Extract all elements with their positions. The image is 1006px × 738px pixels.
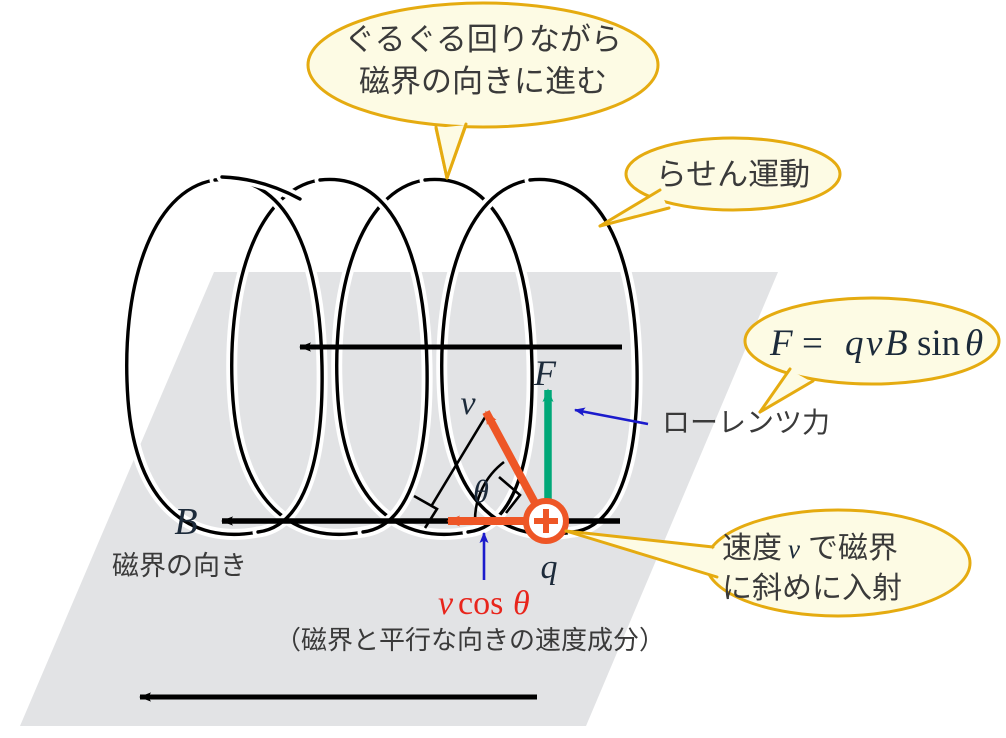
label-vcostheta-v: v [438,585,454,622]
label-lorentz-force: ローレンツ力 [662,407,830,438]
callout-oblique-entry-line2: に斜めに入射 [722,572,902,605]
label-vcostheta-cos: cos [458,585,503,622]
label-B-symbol: B [174,501,197,543]
callout-helical-motion: らせん運動 [598,136,842,228]
callout-spiral-advance: ぐるぐる回りながら 磁界の向きに進む [306,1,660,180]
label-q-symbol: q [541,549,558,586]
label-vcostheta-theta: θ [513,585,530,622]
formula-F: F [769,323,793,364]
formula-theta: θ [965,323,983,364]
angle-arc-theta [473,460,505,522]
formula-v: v [866,323,883,364]
formula-B: B [885,323,908,364]
perpendicular-drop-line [430,413,489,506]
helix [121,171,643,540]
callout-oblique-entry-line1: 速度 v で磁界 [722,532,898,565]
oblique-mid: で磁界 [808,532,898,565]
oblique-v: v [788,534,800,564]
callout-spiral-advance-line1: ぐるぐる回りながら [344,22,622,57]
lorentz-pointer-arrow [574,407,649,426]
right-angle-mark-velocity [498,476,522,514]
label-vcostheta: v cos θ [438,585,530,622]
formula-q: q [845,323,864,364]
callout-lorentz-formula-text: F = q v B sin θ [769,323,983,364]
callout-spiral-advance-line2: 磁界の向きに進む [359,64,607,99]
formula-equals: = [802,323,823,364]
callout-helical-motion-line1: らせん運動 [656,157,810,192]
label-F-symbol: F [533,353,557,393]
oblique-pre: 速度 [722,532,782,565]
label-v-symbol: v [460,385,476,422]
label-theta-symbol: θ [473,473,489,509]
formula-sin: sin [917,323,960,364]
callout-lorentz-formula: F = q v B sin θ [743,296,1001,414]
magnetic-field-plane [20,272,778,726]
right-angle-mark-projection [413,494,439,529]
charge-marker [523,498,569,544]
velocity-vector [482,410,545,516]
callout-oblique-entry: 速度 v で磁界 に斜めに入射 [564,508,972,618]
label-parallel-component-note: （磁界と平行な向きの速度成分） [275,625,665,655]
label-field-direction: 磁界の向き [112,551,247,581]
